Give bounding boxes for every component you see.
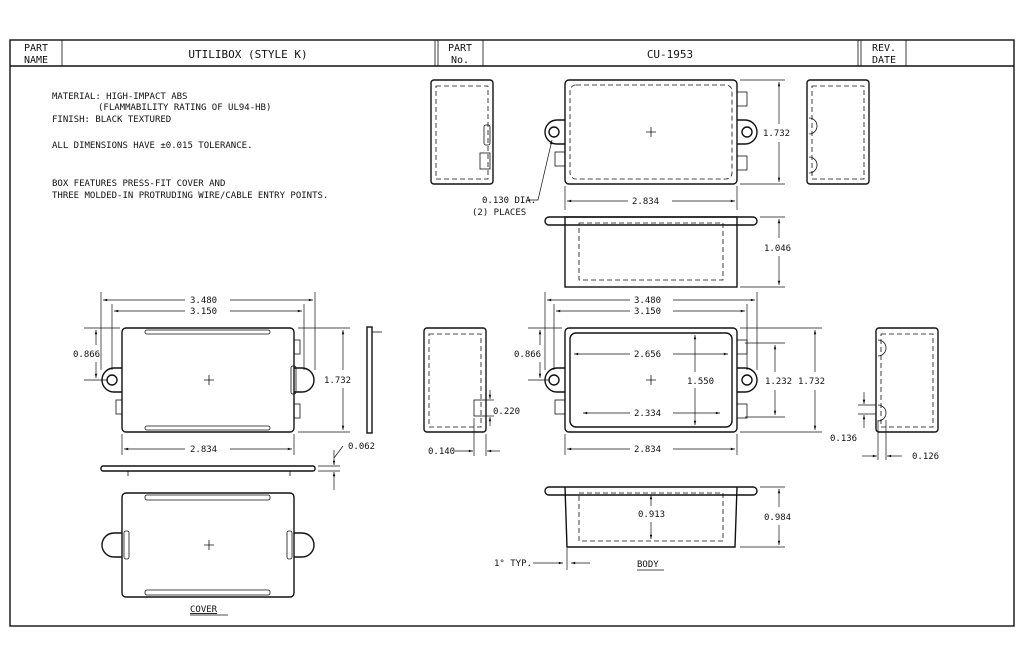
hole-note-places: (2) PLACES [472, 208, 526, 218]
body-dim-slot-height: 0.220 [493, 407, 520, 417]
body-top-view [544, 327, 758, 433]
part-name-label: PART [24, 43, 48, 54]
part-name-label: NAME [24, 55, 48, 66]
cover-side-view [366, 326, 382, 434]
note-flammability: (FLAMMABILITY RATING OF UL94-HB) [98, 103, 271, 113]
note-features: THREE MOLDED-IN PROTRUDING WIRE/CABLE EN… [52, 191, 328, 201]
title-block: PART NAME UTILIBOX (STYLE K) PART No. CU… [9, 39, 1015, 627]
part-no-label: PART [448, 43, 472, 54]
dim-top-width: 2.834 [632, 197, 659, 207]
body-dim-height: 1.732 [798, 377, 825, 387]
body-dim-inner-depth: 0.913 [638, 510, 665, 520]
cover-top-view [101, 327, 315, 433]
body-right-end-view [875, 327, 939, 433]
note-material: MATERIAL: HIGH-IMPACT ABS [52, 92, 187, 102]
body-dim-width: 2.834 [634, 445, 661, 455]
cover-dim-width: 2.834 [190, 445, 217, 455]
part-number: CU-1953 [647, 48, 693, 61]
front-view [544, 216, 758, 288]
cover-edge-view [100, 465, 316, 476]
body-dim-bottom-inner-width: 2.334 [634, 409, 661, 419]
cover-dim-hole-spacing: 3.150 [190, 307, 217, 317]
rev-label: REV. [872, 43, 896, 54]
top-view [544, 79, 758, 185]
dim-depth: 1.046 [764, 244, 791, 254]
body-dim-inner-height-2: 1.232 [765, 377, 792, 387]
body-dim-depth: 0.984 [764, 513, 791, 523]
top-left-end-view [430, 79, 494, 185]
cover-dim-overall-width: 3.480 [190, 296, 217, 306]
body-dim-overall-width: 3.480 [634, 296, 661, 306]
body-dimensions: 3.480 3.150 2.656 0.866 1.550 1.232 1.73… [428, 292, 939, 571]
cover-bottom-view [101, 492, 315, 598]
part-no-label: No. [451, 55, 469, 66]
body-dim-slot-depth: 0.140 [428, 447, 455, 457]
note-finish: FINISH: BLACK TEXTURED [52, 115, 171, 125]
cover-dim-height: 1.732 [324, 376, 351, 386]
cover-label: COVER [190, 605, 218, 615]
body-dim-hole-spacing: 3.150 [634, 307, 661, 317]
body-dim-inner-width: 2.656 [634, 350, 661, 360]
dim-top-height: 1.732 [763, 129, 790, 139]
body-dim-side-slot-depth: 0.126 [912, 452, 939, 462]
body-dim-hole-height: 0.866 [514, 350, 541, 360]
body-label: BODY [637, 560, 659, 570]
part-name: UTILIBOX (STYLE K) [188, 48, 307, 61]
note-tolerance: ALL DIMENSIONS HAVE ±0.015 TOLERANCE. [52, 141, 252, 151]
body-dim-draft: 1° TYP. [494, 559, 532, 569]
notes: MATERIAL: HIGH-IMPACT ABS (FLAMMABILITY … [52, 92, 328, 201]
body-dim-side-slot-height: 0.136 [830, 434, 857, 444]
top-dimensions: 1.732 2.834 1.046 0.130 DIA. (2) PLACES [472, 79, 791, 288]
cover-dim-hole-height: 0.866 [73, 350, 100, 360]
rev-date-label: DATE [872, 55, 896, 66]
top-right-end-view [806, 79, 870, 185]
cover-dimensions: 3.480 3.150 0.866 1.732 2.834 0.062 COVE… [73, 292, 375, 616]
hole-note: 0.130 DIA. [482, 196, 536, 206]
body-left-end-view [423, 327, 487, 433]
note-features: BOX FEATURES PRESS-FIT COVER AND [52, 179, 225, 189]
cover-dim-thickness: 0.062 [348, 442, 375, 452]
body-dim-inner-height: 1.550 [687, 377, 714, 387]
